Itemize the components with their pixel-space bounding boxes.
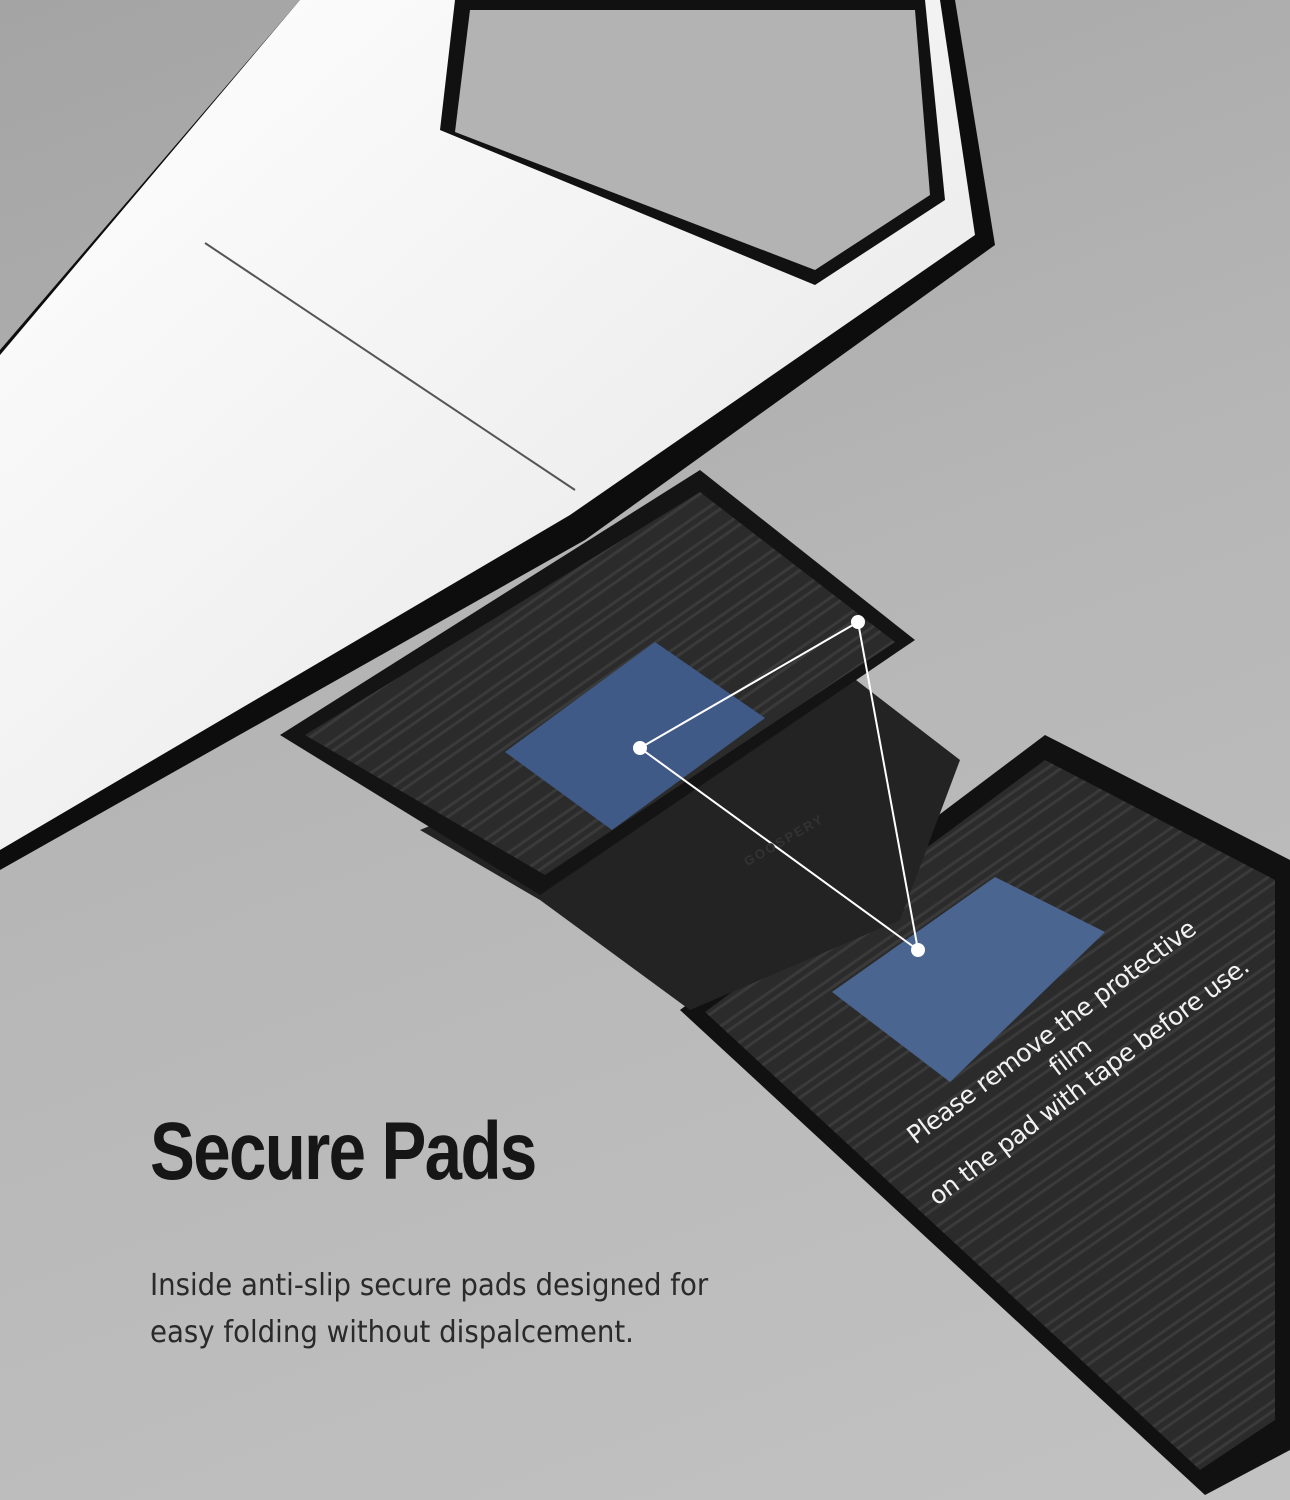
white-case [0,0,995,870]
pad-connector-lines [633,615,925,957]
headline: Secure Pads [150,1106,537,1197]
description-line-1: Inside anti-slip secure pads designed fo… [150,1268,709,1303]
secure-pad-lower [832,877,1105,1082]
secure-pad-upper [505,642,765,830]
hinge-seam [204,242,576,491]
description-line-2: easy folding without dispalcement. [150,1315,634,1350]
hinge-strip [420,660,960,1010]
description: Inside anti-slip secure pads designed fo… [150,1262,708,1356]
